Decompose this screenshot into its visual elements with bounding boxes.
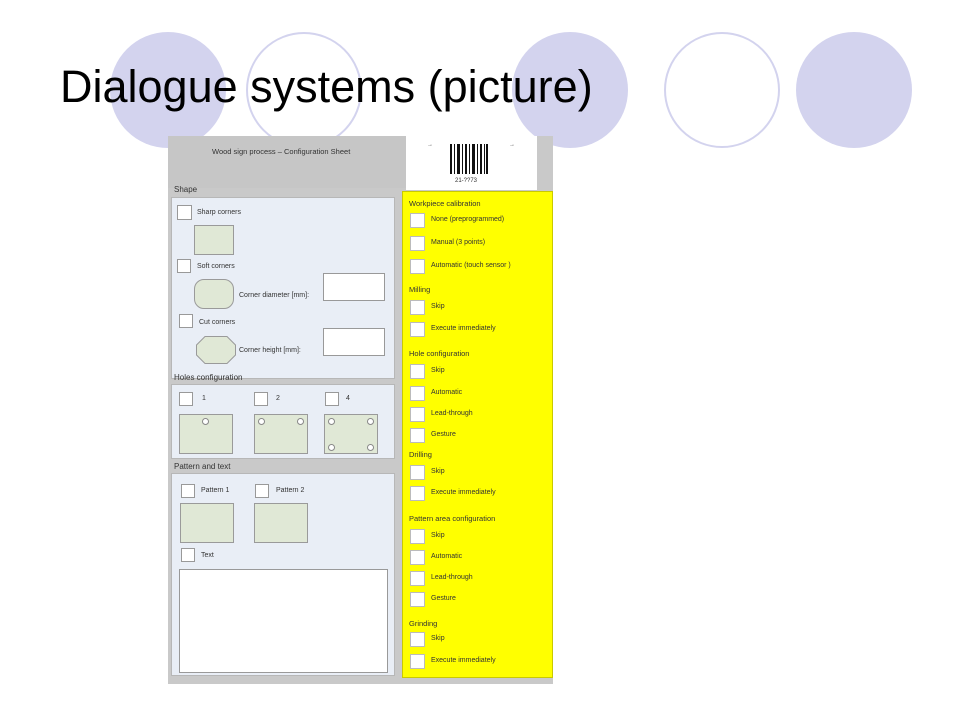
corner-height-label: Corner height [mm]: (239, 347, 301, 354)
decor-circle-1 (110, 32, 226, 148)
grinding-skip-label: Skip (431, 635, 445, 642)
barcode-corner-mark-left: → (427, 142, 433, 148)
barcode-number: 21-??73 (455, 178, 478, 184)
workpiece-automatic-label: Automatic (touch sensor ) (431, 262, 511, 269)
pattern-area-gesture-checkbox[interactable] (410, 592, 425, 607)
drilling-execute-checkbox[interactable] (410, 486, 425, 501)
slide-title: Dialogue systems (picture) (60, 61, 593, 112)
holes-2-label: 2 (276, 395, 280, 402)
text-input-area[interactable] (179, 569, 388, 673)
sharp-corners-checkbox[interactable] (177, 205, 192, 220)
milling-heading: Milling (409, 285, 431, 294)
hole-config-automatic-label: Automatic (431, 389, 463, 396)
grinding-heading: Grinding (409, 619, 438, 628)
shape-panel: Sharp corners Soft corners Corner diamet… (171, 197, 395, 379)
workpiece-none-label: None (preprogrammed) (431, 216, 505, 223)
hole-marker (297, 418, 304, 425)
grinding-execute-label: Execute immediately (431, 657, 496, 664)
pattern-2-label: Pattern 2 (276, 487, 305, 494)
holes-heading: Holes configuration (174, 373, 243, 382)
barcode-icon (450, 144, 488, 174)
barcode-corner-mark-right: → (509, 142, 515, 148)
drilling-execute-label: Execute immediately (431, 489, 496, 496)
corner-diameter-input[interactable] (323, 273, 385, 301)
grinding-execute-checkbox[interactable] (410, 654, 425, 669)
soft-corners-checkbox[interactable] (177, 259, 191, 273)
soft-corners-label: Soft corners (197, 263, 235, 270)
barcode-box: → → 21-??73 (406, 136, 537, 190)
pattern-area-lead-checkbox[interactable] (410, 571, 425, 586)
hole-marker (328, 444, 335, 451)
milling-execute-checkbox[interactable] (410, 322, 425, 337)
configuration-sheet: Wood sign process – Configuration Sheet … (168, 136, 553, 684)
text-checkbox[interactable] (181, 548, 195, 562)
corner-diameter-label: Corner diameter [mm]: (239, 292, 310, 299)
pattern-1-checkbox[interactable] (181, 484, 195, 498)
pattern-2-preview (254, 503, 308, 543)
decor-circle-3 (512, 32, 628, 148)
workpiece-manual-checkbox[interactable] (410, 236, 425, 251)
pattern-2-checkbox[interactable] (255, 484, 269, 498)
drilling-heading: Drilling (409, 450, 432, 459)
sharp-corners-preview (194, 225, 234, 255)
hole-marker (258, 418, 265, 425)
soft-corners-preview (194, 279, 234, 309)
workpiece-heading: Workpiece calibration (409, 199, 481, 208)
holes-4-preview (324, 414, 378, 454)
workpiece-automatic-checkbox[interactable] (410, 259, 425, 274)
sharp-corners-label: Sharp corners (197, 209, 241, 216)
sheet-header: Wood sign process – Configuration Sheet (168, 136, 406, 188)
hole-marker (367, 444, 374, 451)
drilling-skip-label: Skip (431, 468, 445, 475)
hole-config-gesture-checkbox[interactable] (410, 428, 425, 443)
decor-circle-2 (246, 32, 362, 148)
process-panel: Workpiece calibration None (preprogramme… (402, 191, 553, 678)
pattern-1-label: Pattern 1 (201, 487, 230, 494)
milling-skip-checkbox[interactable] (410, 300, 425, 315)
holes-1-preview (179, 414, 233, 454)
decor-circle-5 (796, 32, 912, 148)
holes-panel: 1 2 4 (171, 384, 395, 459)
hole-config-heading: Hole configuration (409, 349, 470, 358)
decor-circle-4 (664, 32, 780, 148)
holes-4-checkbox[interactable] (325, 392, 339, 406)
pattern-area-automatic-label: Automatic (431, 553, 463, 560)
pattern-area-skip-label: Skip (431, 532, 445, 539)
workpiece-manual-label: Manual (3 points) (431, 239, 486, 246)
drilling-skip-checkbox[interactable] (410, 465, 425, 480)
grinding-skip-checkbox[interactable] (410, 632, 425, 647)
hole-config-gesture-label: Gesture (431, 431, 456, 438)
pattern-panel: Pattern 1 Pattern 2 Text (171, 473, 395, 676)
text-label: Text (201, 552, 214, 559)
hole-config-skip-checkbox[interactable] (410, 364, 425, 379)
sheet-title: Wood sign process – Configuration Sheet (212, 147, 351, 156)
hole-config-lead-label: Lead-through (431, 410, 473, 417)
hole-config-automatic-checkbox[interactable] (410, 386, 425, 401)
hole-marker (202, 418, 209, 425)
workpiece-none-checkbox[interactable] (410, 213, 425, 228)
hole-marker (367, 418, 374, 425)
pattern-area-gesture-label: Gesture (431, 595, 456, 602)
hole-config-lead-checkbox[interactable] (410, 407, 425, 422)
pattern-area-skip-checkbox[interactable] (410, 529, 425, 544)
pattern-area-heading: Pattern area configuration (409, 514, 496, 523)
milling-execute-label: Execute immediately (431, 325, 496, 332)
hole-config-skip-label: Skip (431, 367, 445, 374)
hole-marker (328, 418, 335, 425)
corner-height-input[interactable] (323, 328, 385, 356)
holes-4-label: 4 (346, 395, 350, 402)
cut-corners-preview (196, 336, 236, 364)
holes-2-checkbox[interactable] (254, 392, 268, 406)
holes-1-checkbox[interactable] (179, 392, 193, 406)
pattern-1-preview (180, 503, 234, 543)
holes-2-preview (254, 414, 308, 454)
cut-corners-label: Cut corners (199, 319, 236, 326)
cut-corners-checkbox[interactable] (179, 314, 193, 328)
holes-1-label: 1 (202, 395, 206, 402)
pattern-heading: Pattern and text (174, 462, 231, 471)
shape-heading: Shape (174, 185, 198, 194)
pattern-area-automatic-checkbox[interactable] (410, 550, 425, 565)
pattern-area-lead-label: Lead-through (431, 574, 473, 581)
milling-skip-label: Skip (431, 303, 445, 310)
